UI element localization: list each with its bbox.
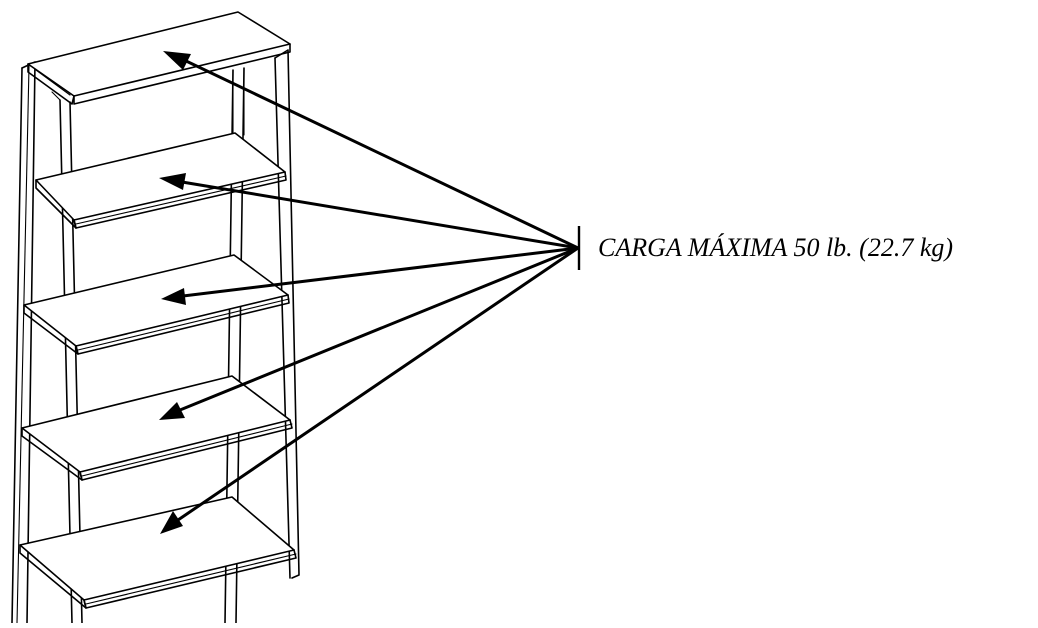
shelf-4	[21, 375, 293, 481]
leader-arrow-shelf-5	[176, 246, 580, 522]
back-leg-segments	[232, 67, 245, 136]
leader-arrow-shelf-1	[182, 58, 580, 250]
leader-arrows	[159, 51, 580, 534]
shelf-1-top	[27, 11, 291, 105]
max-load-label: CARGA MÁXIMA 50 lb. (22.7 kg)	[598, 233, 954, 262]
front-right-leg	[274, 49, 300, 579]
arrowhead-shelf-3-icon	[161, 288, 186, 305]
arrowhead-shelf-4-icon	[159, 402, 185, 420]
arrowhead-shelf-2-icon	[159, 173, 186, 190]
shelf-3	[23, 254, 290, 355]
shelf-5	[19, 496, 297, 609]
shelf-2	[35, 132, 287, 229]
arrowhead-shelf-1-icon	[163, 51, 191, 70]
arrowhead-shelf-5-icon	[160, 511, 183, 534]
leader-arrow-shelf-2	[180, 180, 580, 250]
back-left-leg	[11, 61, 36, 624]
leader-arrow-shelf-4	[178, 246, 580, 412]
leader-arrow-shelf-3	[181, 246, 580, 298]
